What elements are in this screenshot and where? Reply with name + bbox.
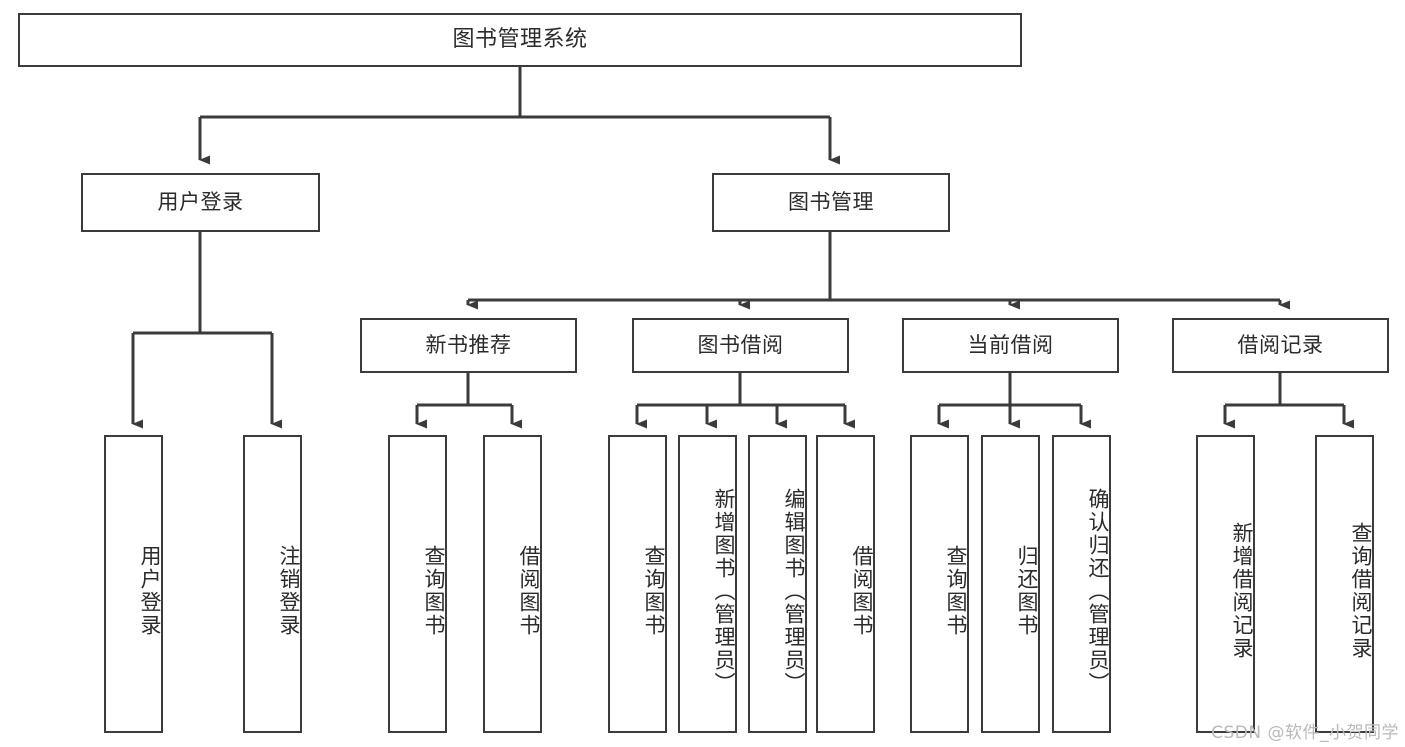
node-label: 用户登录 <box>157 189 244 214</box>
leaf-new-book-borrow-book[interactable]: 借阅图书 <box>483 435 542 733</box>
node-label: 查询图书 <box>944 545 968 637</box>
leaf-book-borrow-edit-book-admin[interactable]: 编辑图书（管理员） <box>748 435 807 733</box>
node-book-borrow[interactable]: 图书借阅 <box>632 318 849 373</box>
leaf-borrow-record-add-record[interactable]: 新增借阅记录 <box>1196 435 1255 733</box>
node-current-borrow[interactable]: 当前借阅 <box>902 318 1119 373</box>
node-borrow-record[interactable]: 借阅记录 <box>1172 318 1389 373</box>
watermark: CSDN @软件_小贺同学 <box>1211 723 1399 743</box>
node-label: 查询图书 <box>422 545 446 637</box>
node-label: 新增借阅记录 <box>1230 522 1254 660</box>
node-label: 注销登录 <box>277 545 301 637</box>
node-label: 借阅图书 <box>850 545 874 637</box>
node-book-management[interactable]: 图书管理 <box>712 173 950 232</box>
node-label: 借阅记录 <box>1237 332 1324 357</box>
node-label: 新增图书（管理员） <box>712 487 736 695</box>
node-label: 用户登录 <box>138 545 162 637</box>
node-label: 当前借阅 <box>967 332 1054 357</box>
node-label: 确认归还（管理员） <box>1086 487 1110 695</box>
node-label: 编辑图书（管理员） <box>782 487 806 695</box>
leaf-user-login-logout[interactable]: 注销登录 <box>243 435 302 733</box>
leaf-borrow-record-query-record[interactable]: 查询借阅记录 <box>1315 435 1374 733</box>
leaf-book-borrow-query-book[interactable]: 查询图书 <box>608 435 667 733</box>
node-label: 图书管理系统 <box>452 26 588 52</box>
node-label: 借阅图书 <box>517 545 541 637</box>
leaf-current-borrow-return-book[interactable]: 归还图书 <box>981 435 1040 733</box>
node-new-book-recommend[interactable]: 新书推荐 <box>360 318 577 373</box>
node-root-book-management-system[interactable]: 图书管理系统 <box>18 13 1022 67</box>
node-label: 查询图书 <box>642 545 666 637</box>
node-label: 图书管理 <box>788 189 874 214</box>
leaf-new-book-query-book[interactable]: 查询图书 <box>388 435 447 733</box>
leaf-current-borrow-confirm-return-admin[interactable]: 确认归还（管理员） <box>1052 435 1111 733</box>
node-label: 图书借阅 <box>697 332 784 357</box>
node-label: 归还图书 <box>1015 545 1039 637</box>
node-label: 查询借阅记录 <box>1349 522 1373 660</box>
leaf-user-login-login[interactable]: 用户登录 <box>104 435 163 733</box>
leaf-book-borrow-borrow-book[interactable]: 借阅图书 <box>816 435 875 733</box>
node-label: 新书推荐 <box>425 332 512 357</box>
node-user-login[interactable]: 用户登录 <box>81 173 320 232</box>
leaf-book-borrow-add-book-admin[interactable]: 新增图书（管理员） <box>678 435 737 733</box>
leaf-current-borrow-query-book[interactable]: 查询图书 <box>910 435 969 733</box>
